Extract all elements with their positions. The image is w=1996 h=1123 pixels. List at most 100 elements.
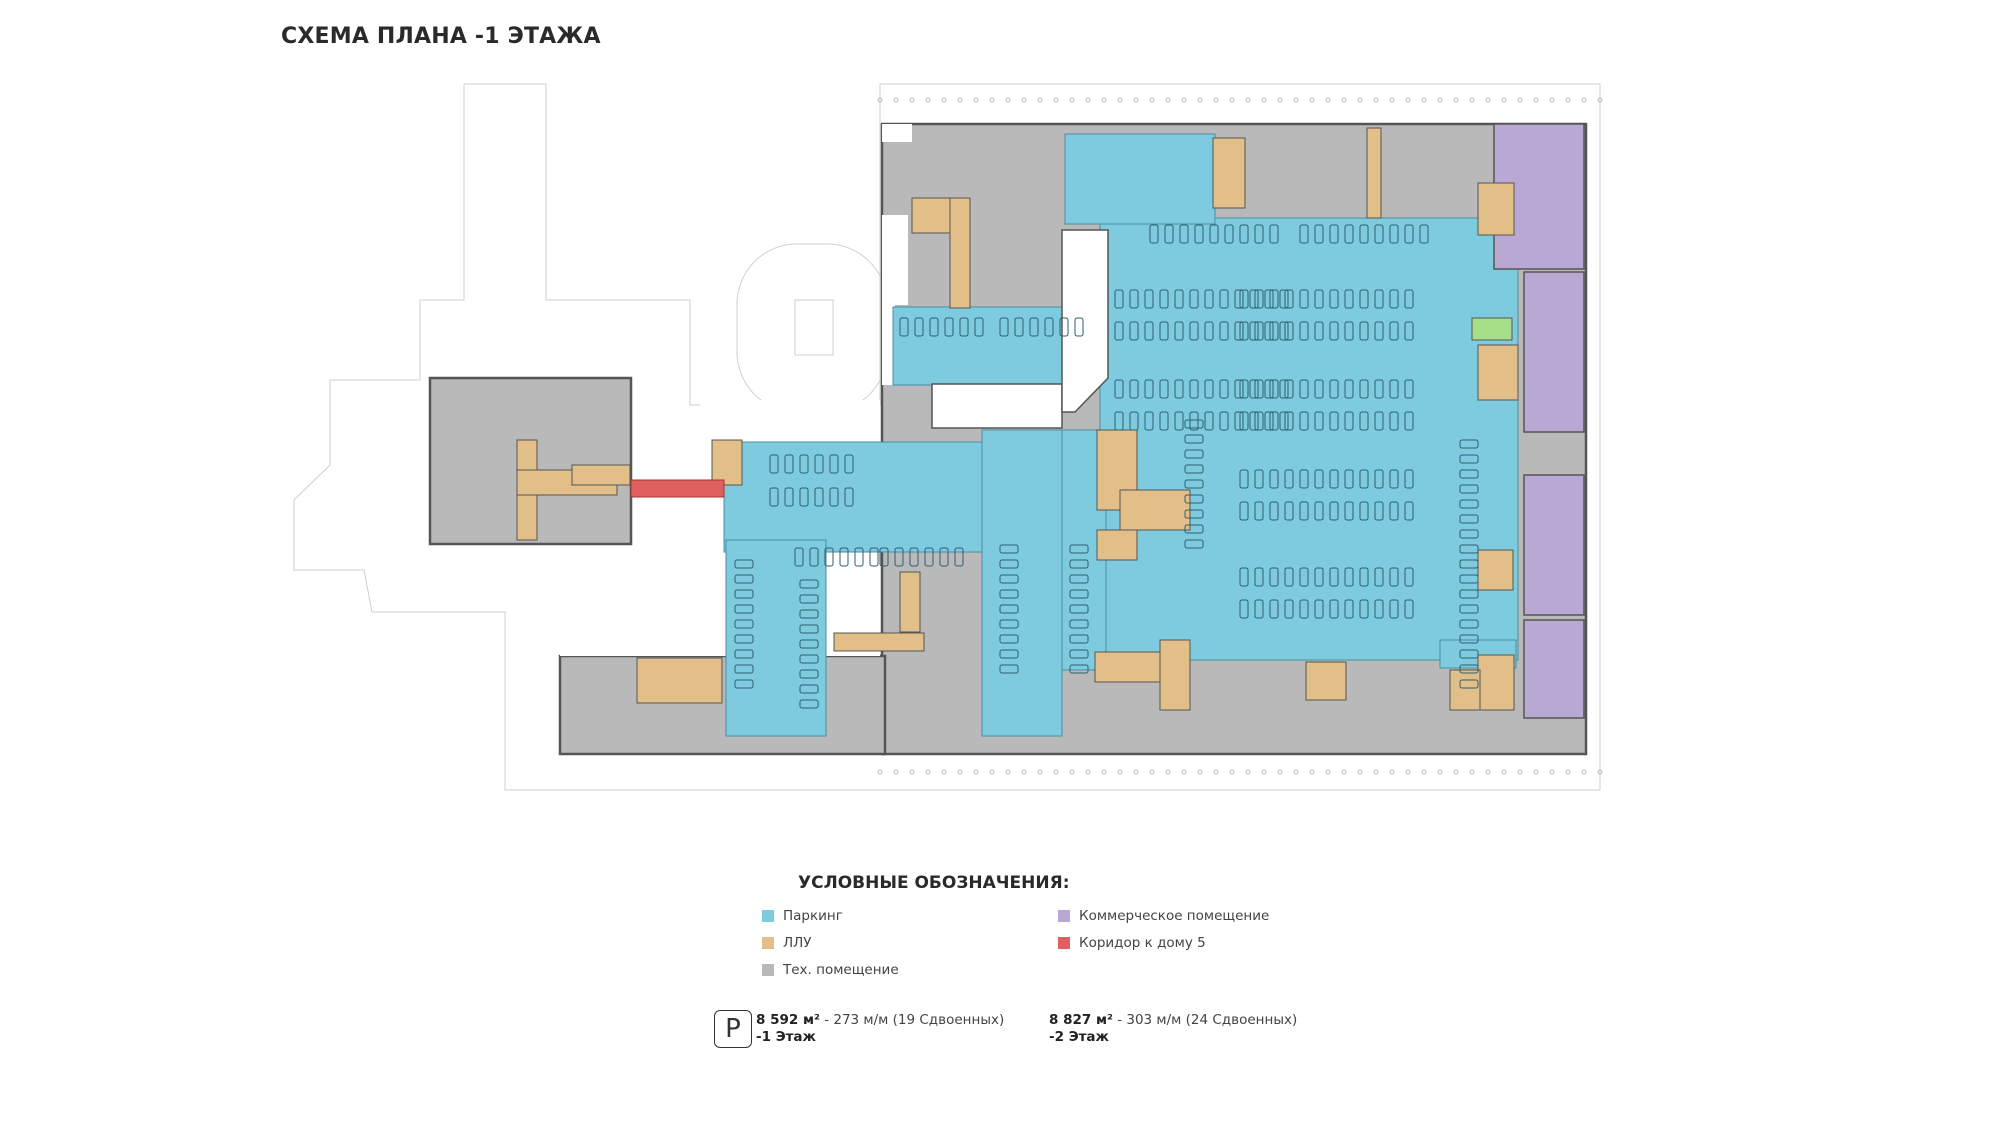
stats-detail: - 303 м/м (24 Сдвоенных) (1112, 1012, 1298, 1028)
parking-stall (1459, 499, 1479, 509)
legend-swatch (1058, 937, 1070, 949)
parking-stall (799, 654, 819, 664)
parking-stall (1299, 411, 1309, 431)
parking-stall (1374, 599, 1384, 619)
parking-stall (1239, 321, 1249, 341)
stats-floor: -2 Этаж (1049, 1029, 1109, 1045)
parking-stall (1144, 321, 1154, 341)
parking-stall (1264, 379, 1274, 399)
parking-stall (999, 604, 1019, 614)
parking-stall (799, 594, 819, 604)
parking-stall (1184, 494, 1204, 504)
parking-stall (1069, 649, 1089, 659)
parking-stall (1284, 599, 1294, 619)
parking-stall (1204, 321, 1214, 341)
stats-floor-minus1: 8 592 м² - 273 м/м (19 Сдвоенных) -1 Эта… (756, 1012, 1004, 1046)
parking-stall (954, 547, 964, 567)
legend-item-llu: ЛЛУ (762, 935, 812, 951)
parking-stall (924, 547, 934, 567)
commercial-2 (1523, 271, 1585, 433)
parking-stall (1389, 289, 1399, 309)
parking-stall (799, 699, 819, 709)
parking-stall (1404, 379, 1414, 399)
parking-stall (1254, 379, 1264, 399)
parking-stall (1269, 469, 1279, 489)
parking-stall (1179, 224, 1189, 244)
parking-stall (1184, 479, 1204, 489)
parking-stall (824, 547, 834, 567)
site-outline (293, 83, 1601, 791)
parking-stall (1374, 501, 1384, 521)
parking-stall (1174, 411, 1184, 431)
parking-stall (1279, 289, 1289, 309)
parking-stall (1219, 289, 1229, 309)
parking-stall (1189, 379, 1199, 399)
stats-floor: -1 Этаж (756, 1029, 816, 1045)
parking-stall (1404, 289, 1414, 309)
parking-stall (1284, 469, 1294, 489)
parking-stall (809, 547, 819, 567)
parking-stall (1279, 379, 1289, 399)
parking-stall (1144, 411, 1154, 431)
parking-stall (734, 634, 754, 644)
parking-stall (844, 454, 854, 474)
parking-stall (1249, 411, 1259, 431)
parking-stall (1234, 289, 1244, 309)
parking-stall (999, 649, 1019, 659)
parking-stall (1254, 501, 1264, 521)
parking-stall (844, 487, 854, 507)
parking-stall (1374, 289, 1384, 309)
parking-stall (999, 559, 1019, 569)
parking-stall (914, 317, 924, 337)
ramp (1061, 229, 1109, 413)
legend-item-tech: Тех. помещение (762, 962, 899, 978)
parking-stall (1249, 379, 1259, 399)
parking-stall (1264, 289, 1274, 309)
legend-swatch (1058, 910, 1070, 922)
parking-stall (944, 317, 954, 337)
parking-stall (1329, 289, 1339, 309)
parking-stall (1299, 321, 1309, 341)
parking-stall (1159, 411, 1169, 431)
parking-stall (1264, 321, 1274, 341)
parking-stall (1404, 567, 1414, 587)
parking-stall (734, 574, 754, 584)
parking-stall (1314, 289, 1324, 309)
parking-stall (794, 547, 804, 567)
parking-stall (899, 317, 909, 337)
page-title: СХЕМА ПЛАНА -1 ЭТАЖА (281, 24, 601, 49)
parking-stall (1074, 317, 1084, 337)
legend-label: Паркинг (783, 908, 843, 924)
parking-stall (1219, 411, 1229, 431)
parking-stall (1314, 321, 1324, 341)
parking-stall (1284, 289, 1294, 309)
parking-stall (734, 559, 754, 569)
parking-stall (1149, 224, 1159, 244)
parking-stall (734, 604, 754, 614)
parking-stall (974, 317, 984, 337)
parking-stall (1344, 224, 1354, 244)
parking-stall (1114, 321, 1124, 341)
parking-stall (1069, 664, 1089, 674)
parking-stall (1389, 321, 1399, 341)
parking-stall (1459, 619, 1479, 629)
parking-stall (1114, 289, 1124, 309)
parking-stall (1299, 567, 1309, 587)
parking-stall (1129, 411, 1139, 431)
parking-stall (1359, 567, 1369, 587)
stats-area: 8 592 м² (756, 1012, 820, 1028)
parking-stall (1254, 411, 1264, 431)
parking-stall (1459, 559, 1479, 569)
parking-stall (1299, 501, 1309, 521)
parking-stall (1164, 224, 1174, 244)
parking-stall (1404, 224, 1414, 244)
parking-stall (829, 454, 839, 474)
legend-item-parking: Паркинг (762, 908, 843, 924)
parking-stall (1189, 411, 1199, 431)
stats-detail: - 273 м/м (19 Сдвоенных) (819, 1012, 1005, 1028)
parking-stall (1254, 289, 1264, 309)
parking-stall (999, 589, 1019, 599)
parking-zone-southwest (725, 539, 827, 737)
parking-stall (1069, 559, 1089, 569)
parking-stall (1284, 411, 1294, 431)
